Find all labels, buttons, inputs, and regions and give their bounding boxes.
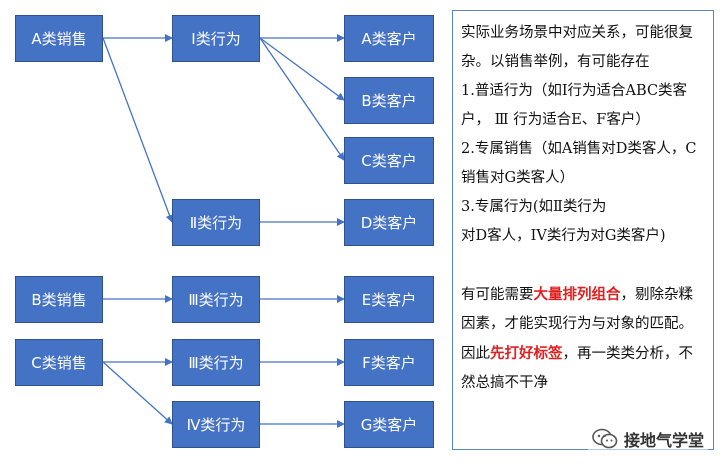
sales-b-box: B类销售 xyxy=(15,276,103,323)
behavior-3b-box: Ⅲ类行为 xyxy=(172,339,260,386)
customer-f-label: F类客户 xyxy=(362,354,416,372)
sales-c-box: C类销售 xyxy=(15,339,103,386)
sales-a-label: A类销售 xyxy=(31,30,87,48)
customer-g-label: G类客户 xyxy=(360,416,418,434)
behavior-3b-label: Ⅲ类行为 xyxy=(188,354,244,372)
behavior-1-label: Ⅰ类行为 xyxy=(191,30,241,48)
behavior-4-label: Ⅳ类行为 xyxy=(186,416,246,434)
conclusion-text-pre: 有可能需要 xyxy=(461,287,534,303)
customer-g-box: G类客户 xyxy=(344,401,434,448)
highlight-permutation: 大量排列组合 xyxy=(533,286,621,303)
arrow-sales-a-to-behavior-2 xyxy=(102,37,174,223)
description-item-3b: 对D客人，IV类行为对G类客户) xyxy=(461,228,666,244)
behavior-4-box: Ⅳ类行为 xyxy=(172,401,260,448)
conclusion-text-post: ，再一类类分析，不然总搞不干净 xyxy=(461,346,693,391)
customer-c-label: C类客户 xyxy=(361,152,417,170)
behavior-3-label: Ⅲ类行为 xyxy=(188,291,244,309)
customer-b-box: B类客户 xyxy=(344,77,434,124)
behavior-2-label: Ⅱ类行为 xyxy=(189,214,243,232)
arrow-behavior-1-to-customer-b xyxy=(259,37,345,101)
arrow-sales-c-to-behavior-4 xyxy=(102,361,173,425)
customer-e-label: E类客户 xyxy=(361,291,417,309)
sales-c-label: C类销售 xyxy=(31,354,87,372)
customer-b-label: B类客户 xyxy=(361,92,417,110)
behavior-2-box: Ⅱ类行为 xyxy=(172,199,260,246)
description-item-3a: 3.专属行为(如Ⅱ类行为 xyxy=(461,199,607,215)
arrow-behavior-1-to-customer-c xyxy=(259,37,345,161)
conclusion-text-mid: ，剔除杂糅因素，才能实现行为与对象的匹配。因此 xyxy=(461,287,693,362)
customer-d-box: D类客户 xyxy=(344,199,434,246)
customer-f-box: F类客户 xyxy=(344,339,434,386)
customer-a-label: A类客户 xyxy=(361,30,417,48)
highlight-tagging: 先打好标签 xyxy=(490,345,563,362)
sales-b-label: B类销售 xyxy=(31,291,87,309)
wechat-icon xyxy=(592,428,618,449)
paragraph-gap xyxy=(461,251,707,280)
behavior-1-box: Ⅰ类行为 xyxy=(172,15,260,62)
customer-e-box: E类客户 xyxy=(344,276,434,323)
behavior-3-box: Ⅲ类行为 xyxy=(172,276,260,323)
watermark: 接地气学堂 xyxy=(588,424,709,454)
customer-a-box: A类客户 xyxy=(344,15,434,62)
watermark-text: 接地气学堂 xyxy=(624,431,705,450)
description-box: 实际业务场景中对应关系，可能很复杂。以销售举例，有可能存在 1.普适行为（如I行… xyxy=(452,10,714,450)
sales-a-box: A类销售 xyxy=(15,15,103,62)
description-item-1: 1.普适行为（如I行为适合ABC类客户， Ⅲ 行为适合E、F客户） xyxy=(461,83,688,128)
description-conclusion: 有可能需要大量排列组合，剔除杂糅因素，才能实现行为与对象的匹配。因此先打好标签，… xyxy=(461,280,707,398)
customer-d-label: D类客户 xyxy=(360,214,418,232)
customer-c-box: C类客户 xyxy=(344,137,434,184)
description-item-2: 2.专属销售（如A销售对D类客人，C销售对G类客人） xyxy=(461,141,697,186)
description-intro: 实际业务场景中对应关系，可能很复杂。以销售举例，有可能存在 xyxy=(461,25,693,70)
